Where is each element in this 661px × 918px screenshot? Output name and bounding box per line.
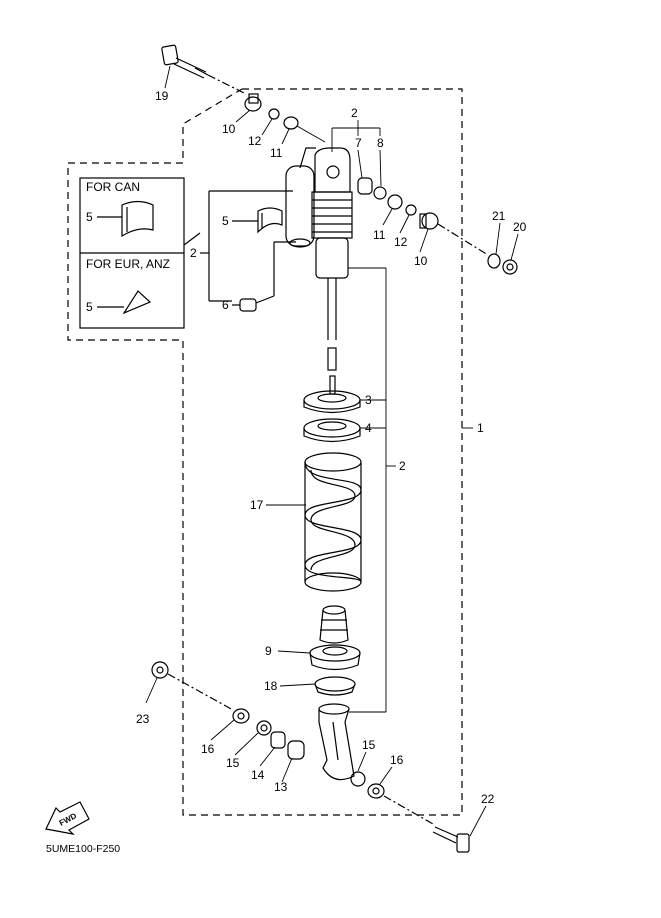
diagram-code: 5UME100-F250 <box>46 843 120 855</box>
washer-21 <box>487 253 501 269</box>
callout-9: 9 <box>265 644 272 658</box>
callout-15-right: 15 <box>362 738 376 752</box>
bracket-2-left <box>183 190 293 302</box>
bearing-15-right <box>350 771 366 787</box>
coil-spring-17 <box>304 452 362 592</box>
callout-20: 20 <box>513 220 527 234</box>
callout-22: 22 <box>481 792 495 806</box>
ring-nut-4 <box>303 418 361 443</box>
variant-eur-label: FOR EUR, ANZ <box>86 257 170 271</box>
callout-2-top: 2 <box>351 106 358 120</box>
nut-23 <box>151 661 169 679</box>
callout-2-mid: 2 <box>399 459 406 473</box>
callout-11-right: 11 <box>373 228 386 242</box>
oil-seal-12-left <box>268 108 280 120</box>
callout-5-eur: 5 <box>86 300 93 314</box>
callout-3: 3 <box>365 393 372 407</box>
stopper-18 <box>314 676 356 696</box>
variant-inset-box <box>79 177 185 329</box>
callout-23: 23 <box>136 712 150 726</box>
collar-10-right <box>419 212 439 230</box>
shock-reservoir <box>285 147 316 248</box>
collar-10-left <box>244 93 262 112</box>
callout-16-left: 16 <box>201 742 215 756</box>
bolt-19 <box>161 44 209 79</box>
callout-12-left: 12 <box>248 134 262 148</box>
leader-lines <box>145 65 519 837</box>
callout-21: 21 <box>492 209 506 223</box>
callout-6: 6 <box>222 298 229 312</box>
bearing-11-left <box>283 116 299 130</box>
bearing-15-left <box>256 720 272 736</box>
callout-5-can: 5 <box>86 210 93 224</box>
spring-guide-9 <box>309 644 361 671</box>
callout-15-left: 15 <box>226 756 240 770</box>
valve-cap-6 <box>232 241 296 312</box>
callout-1: 1 <box>477 421 484 435</box>
fwd-arrow-icon <box>45 801 90 835</box>
oil-seal-12-right <box>405 204 417 216</box>
callout-13: 13 <box>274 780 288 794</box>
callout-8: 8 <box>377 136 384 150</box>
nut-20 <box>502 259 518 275</box>
assembly-axis-lines <box>167 74 489 825</box>
callout-5: 5 <box>222 214 229 228</box>
cap-seal-5 <box>257 207 283 234</box>
variant-eur-seal <box>97 290 152 315</box>
variant-can-seal <box>97 200 154 238</box>
callout-16-right: 16 <box>390 753 404 767</box>
collar-7 <box>357 177 373 195</box>
callout-10-right: 10 <box>414 254 428 268</box>
callout-17: 17 <box>250 498 264 512</box>
oil-seal-16-left <box>232 708 250 724</box>
variant-can-label: FOR CAN <box>86 180 140 194</box>
bearing-8 <box>373 186 387 200</box>
callout-11-left: 11 <box>270 146 283 160</box>
bolt-22 <box>432 826 470 853</box>
callout-14: 14 <box>251 768 265 782</box>
callout-10-left: 10 <box>222 122 236 136</box>
bearing-11-right <box>387 194 403 210</box>
shock-rod <box>327 278 337 395</box>
collar-14 <box>270 731 286 749</box>
shock-body <box>311 147 353 279</box>
oil-seal-16-right <box>367 783 385 799</box>
callout-7: 7 <box>355 136 362 150</box>
collar-13 <box>287 740 305 760</box>
callout-12-right: 12 <box>394 235 408 249</box>
assembly-boundary <box>67 88 463 816</box>
callout-4: 4 <box>365 421 372 435</box>
callout-18: 18 <box>264 679 278 693</box>
lower-clevis <box>318 703 355 781</box>
callout-19: 19 <box>155 89 169 103</box>
ring-nut-3 <box>303 390 361 414</box>
bump-stop <box>319 605 349 644</box>
callout-2-left: 2 <box>190 246 197 260</box>
